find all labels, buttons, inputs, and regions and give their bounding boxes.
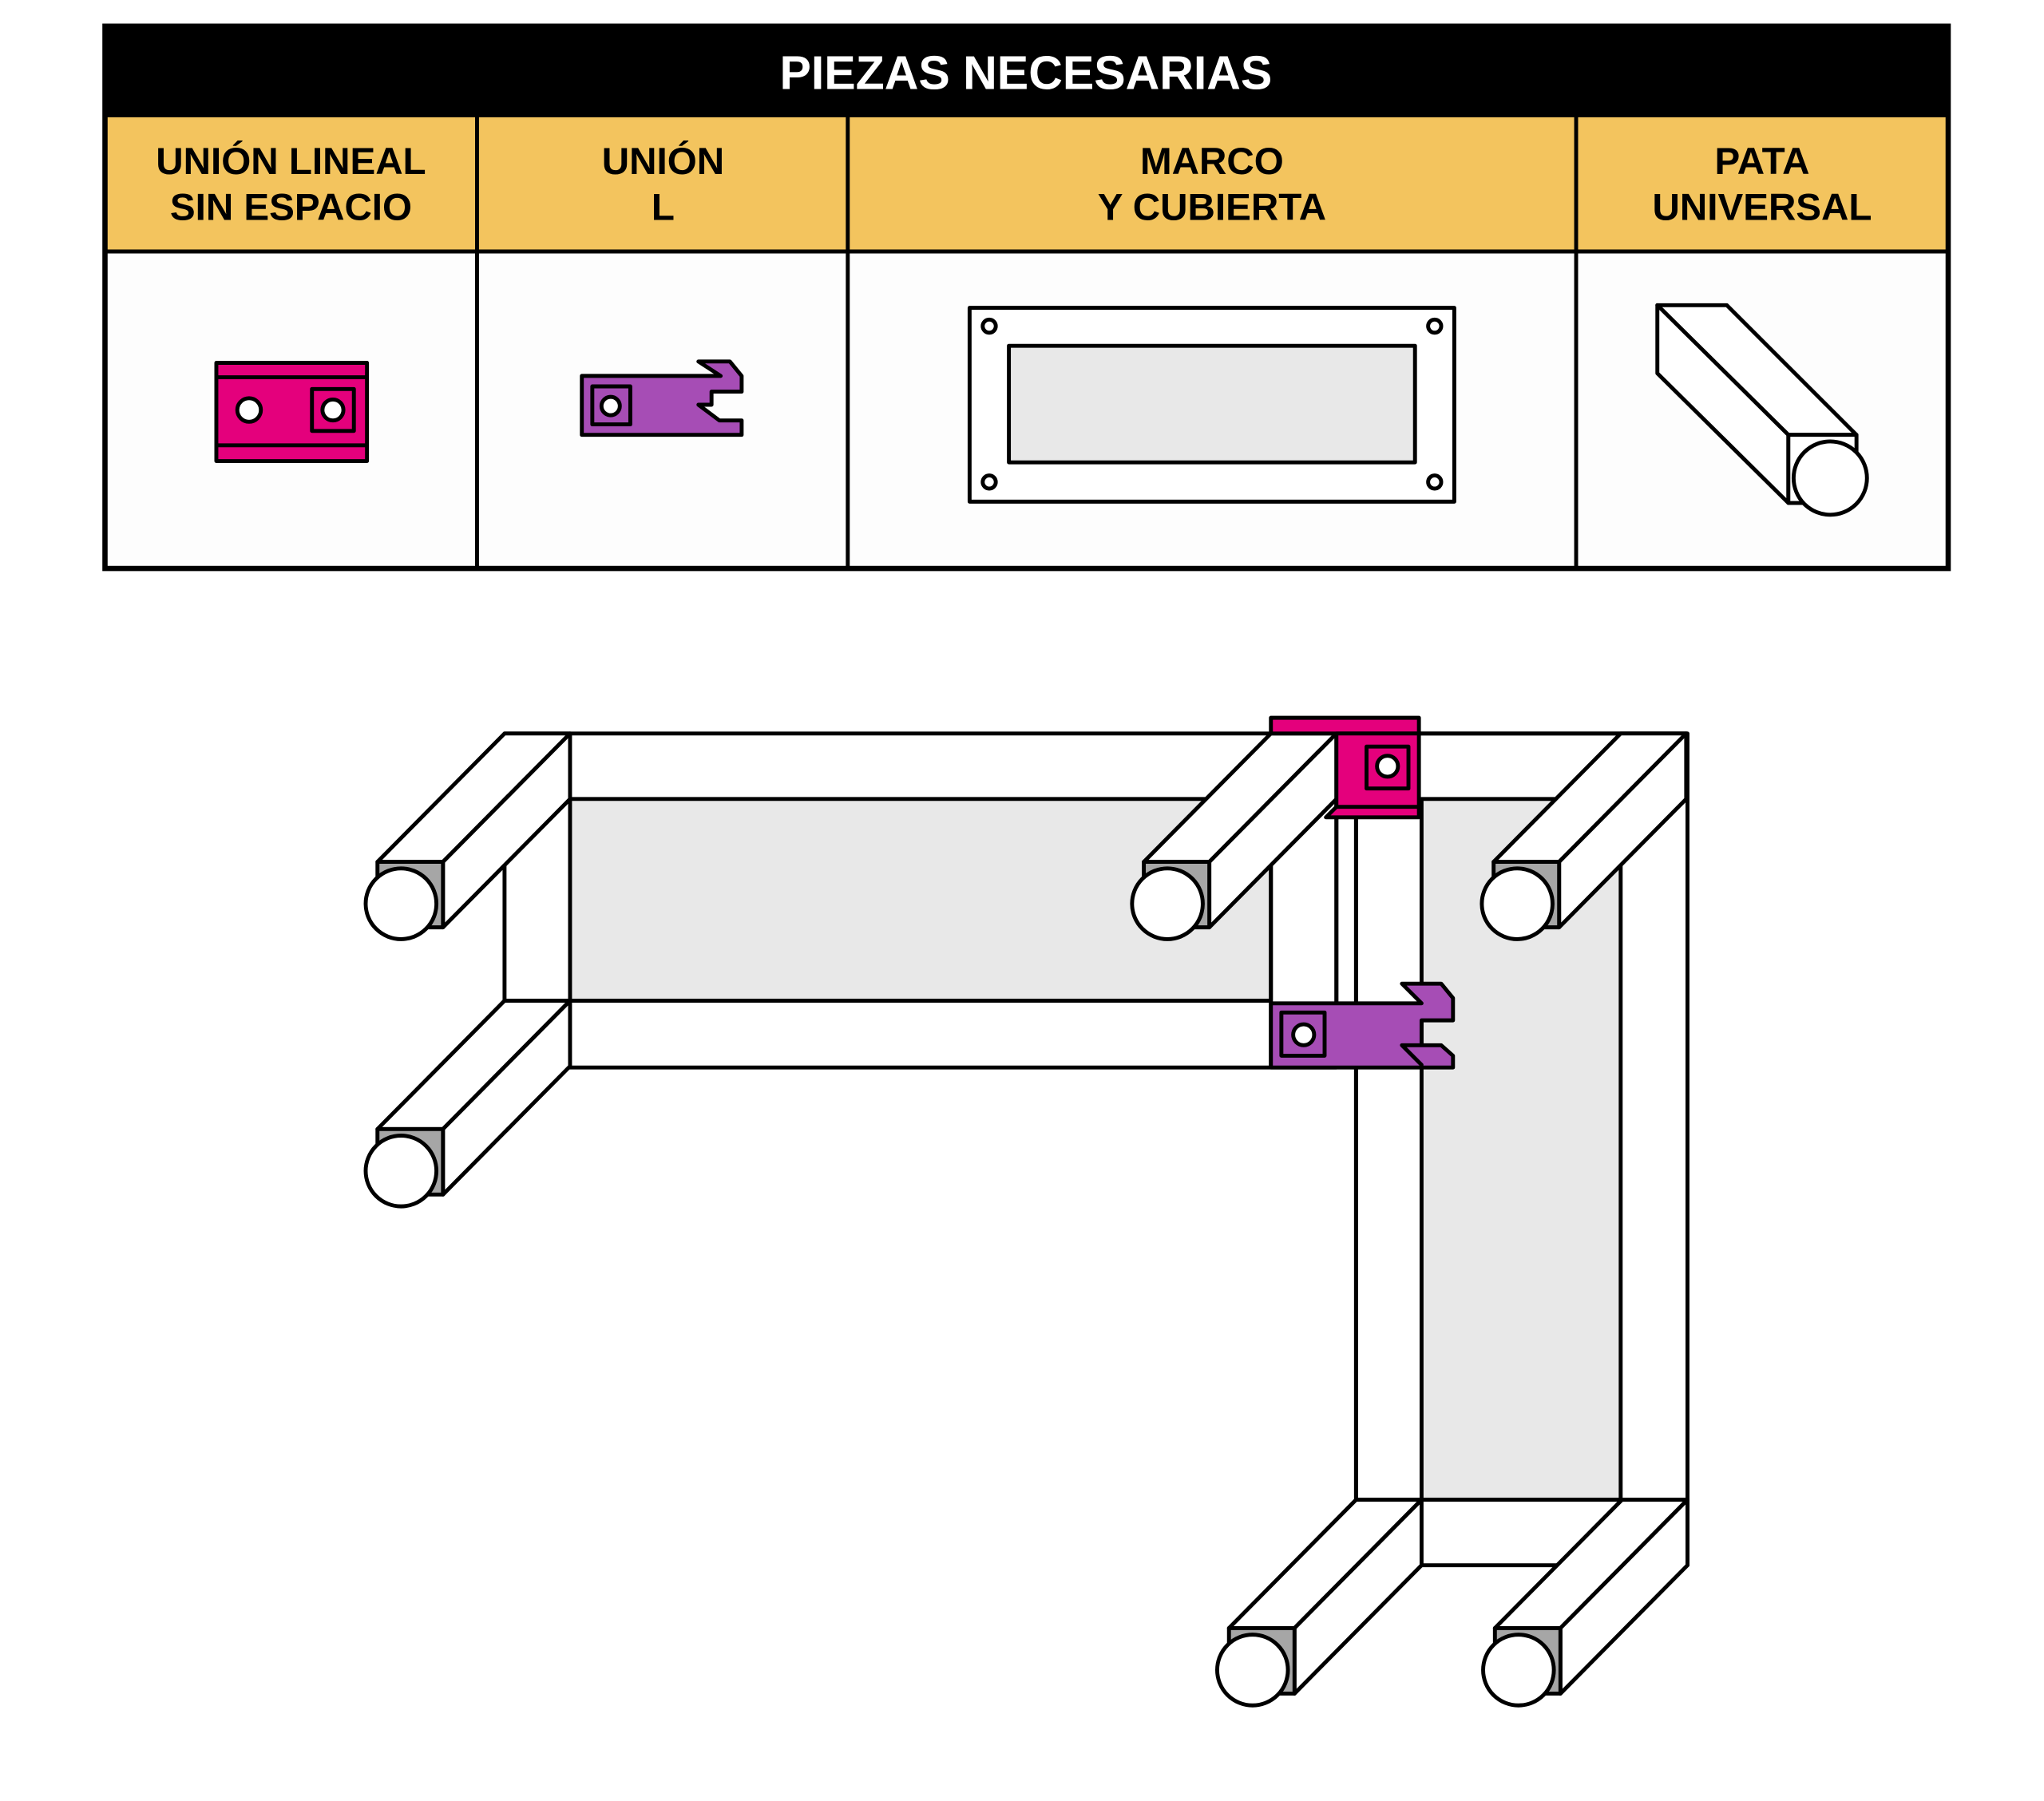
svg-text:SIN ESPACIO: SIN ESPACIO [170, 187, 412, 229]
l-union-placed [1269, 981, 1456, 1070]
parts-table: PIEZAS NECESARIAS UNIÓN LINEAL SIN ESPAC… [102, 23, 1951, 572]
linear-union-icon [214, 361, 370, 463]
leg-left-bottom [366, 1001, 570, 1207]
assembly-illustration [366, 715, 1687, 1706]
svg-text:UNIÓN: UNIÓN [602, 139, 724, 183]
svg-text:UNIVERSAL: UNIVERSAL [1653, 187, 1872, 229]
table-title-bar [105, 26, 1948, 116]
column-header-linear-union: UNIÓN LINEAL SIN ESPACIO [156, 139, 426, 228]
svg-text:Y CUBIERTA: Y CUBIERTA [1098, 187, 1326, 229]
table-title: PIEZAS NECESARIAS [780, 47, 1273, 100]
frame-and-cover-icon [967, 306, 1456, 504]
l-union-icon [580, 359, 744, 437]
column-header-l-union: UNIÓN L [602, 139, 724, 228]
svg-text:L: L [652, 187, 675, 229]
column-header-row [105, 115, 1948, 252]
column-header-leg: PATA UNIVERSAL [1653, 141, 1872, 228]
svg-text:UNIÓN LINEAL: UNIÓN LINEAL [156, 139, 426, 183]
svg-text:PATA: PATA [1715, 141, 1810, 183]
universal-leg-icon [1655, 303, 1869, 517]
svg-text:MARCO: MARCO [1140, 141, 1284, 183]
leg-bottom-left [1217, 1500, 1421, 1706]
linear-union-placed [1269, 715, 1421, 820]
column-header-frame: MARCO Y CUBIERTA [1098, 141, 1326, 228]
